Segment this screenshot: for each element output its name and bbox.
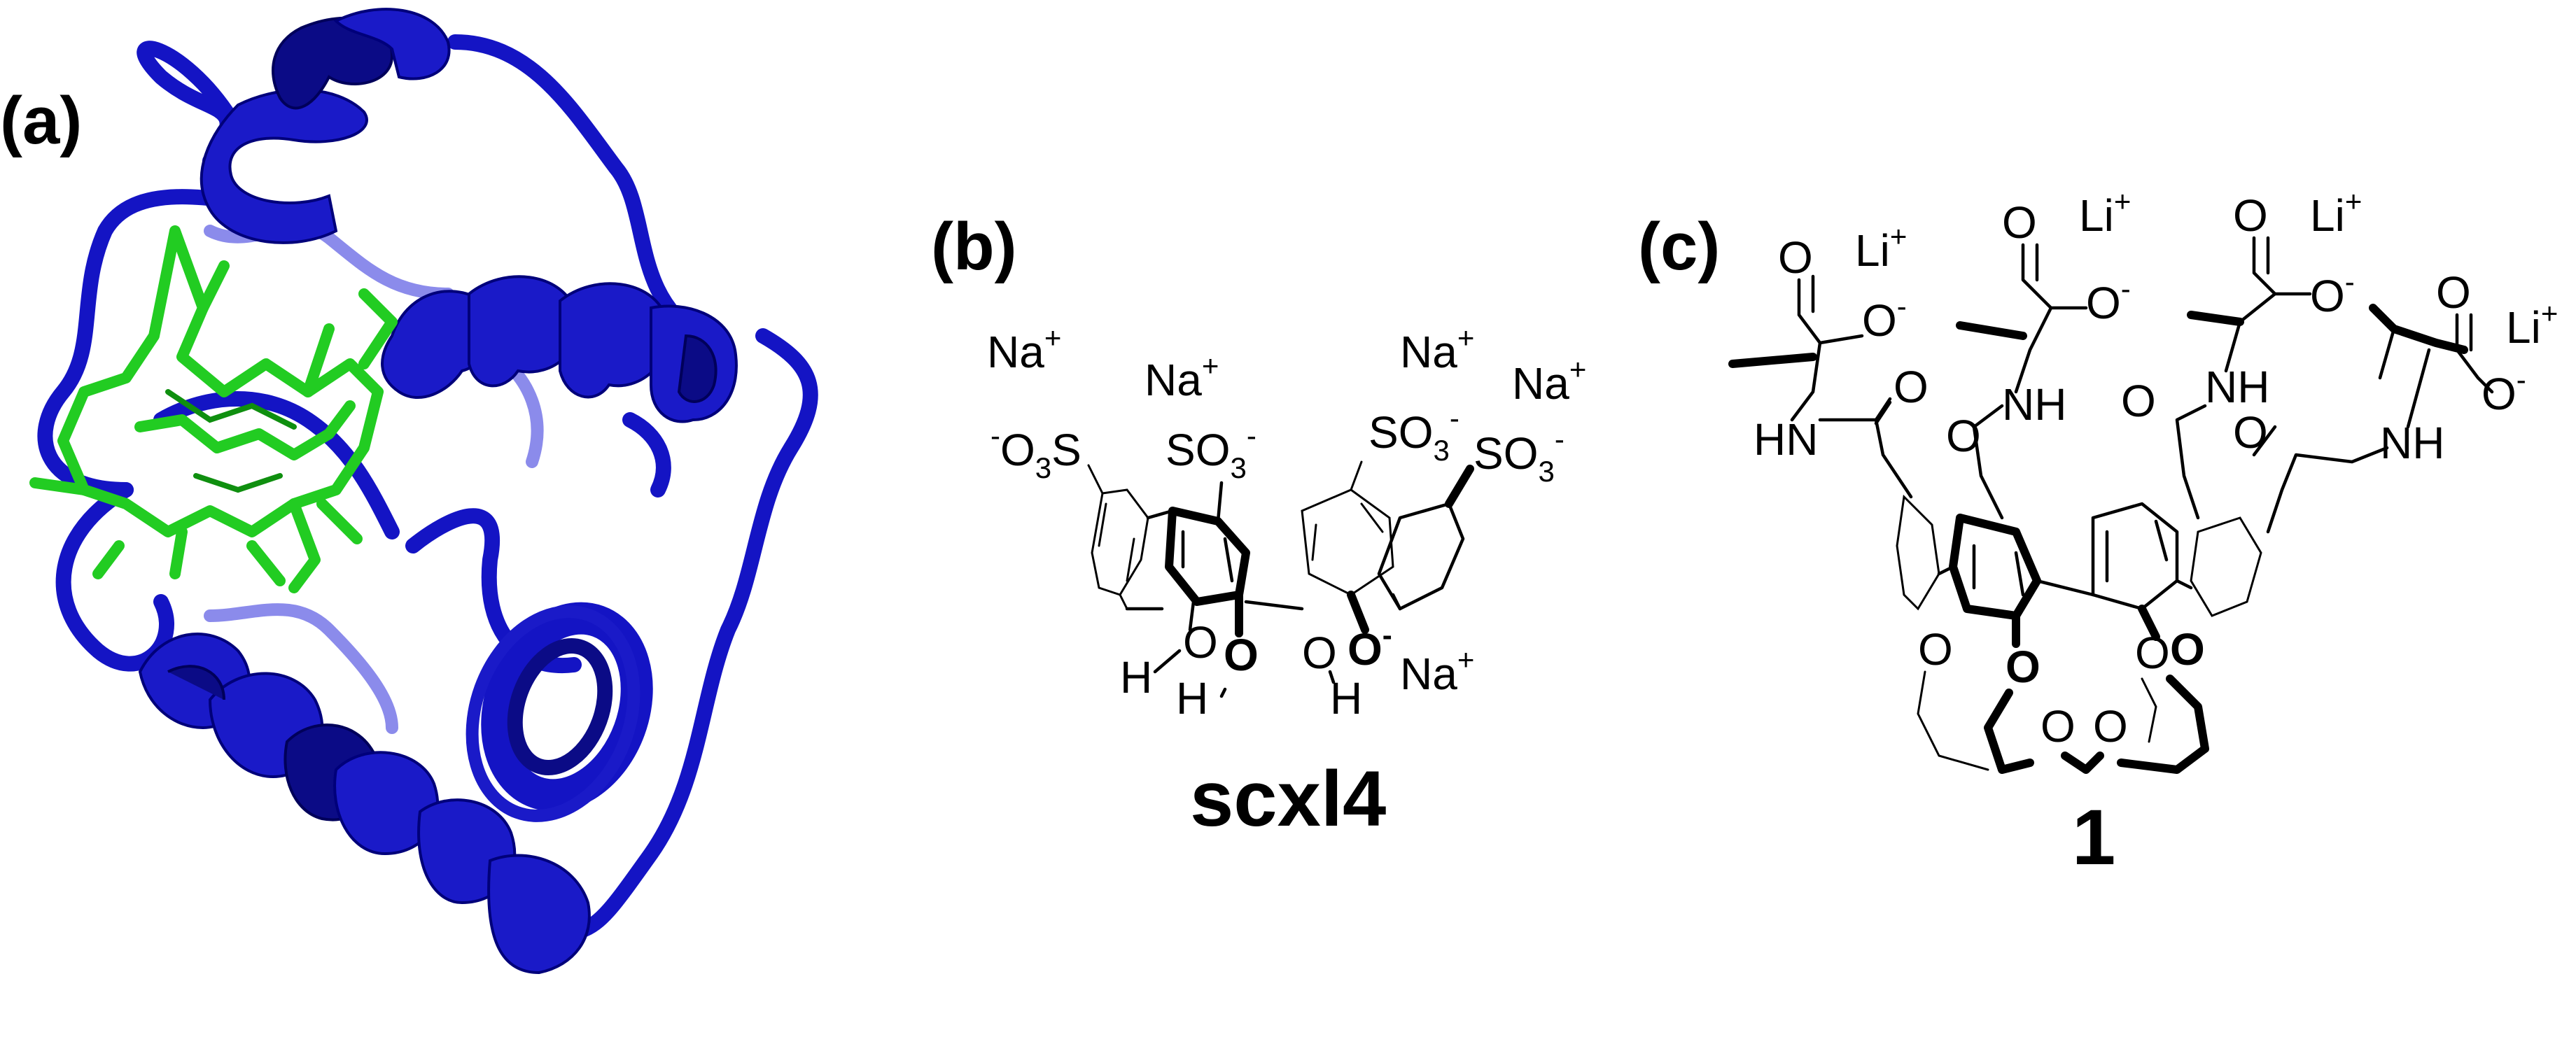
na-ion-4: Na+ [1512, 353, 1586, 409]
ether-o-4: O [2170, 624, 2205, 675]
compound-1-structure [1728, 236, 2494, 774]
phenol-o-1: O [1183, 617, 1218, 668]
panel-c-label: (c) [1638, 209, 1720, 284]
phenol-o-3: O [1302, 628, 1337, 678]
amide-nh-2: NH [2002, 379, 2066, 430]
amide-o-1: O [1893, 362, 1928, 412]
sulfonate-label-2: SO3- [1166, 419, 1256, 484]
scxl4-structure [1087, 460, 1474, 637]
phenol-o-2: O [1224, 630, 1259, 680]
carboxylate-o-4: O- [2482, 363, 2526, 419]
helix-top [200, 8, 451, 244]
carboxylate-o-2: O- [2086, 272, 2131, 328]
li-ion-4: Li+ [2506, 297, 2558, 353]
helix-bottom [138, 633, 591, 975]
hydroxyl-h-1: H [1120, 652, 1152, 703]
heme-group [29, 225, 398, 593]
panel-a-label: (a) [0, 83, 82, 158]
li-ion-2: Li+ [2079, 185, 2131, 241]
helix-ring [465, 602, 653, 822]
panel-b-label: (b) [931, 209, 1017, 284]
ether-o-2: O [2005, 642, 2040, 692]
sulfonate-label-4: SO3- [1474, 423, 1564, 488]
ether-o-1: O [1918, 624, 1953, 675]
na-ion-1: Na+ [987, 321, 1061, 377]
amide-o-4: O [2233, 407, 2268, 458]
hydroxyl-h-3: H [1330, 673, 1362, 724]
sulfonate-label-3: SO3- [1368, 402, 1460, 467]
carbonyl-o-1: O [1778, 232, 1813, 283]
na-ion-5: Na+ [1400, 643, 1474, 699]
carbonyl-o-4: O [2436, 267, 2471, 318]
panel-b: (b) Na+ Na+ Na+ Na+ Na+ -O3S SO3- SO3- S… [931, 209, 1586, 842]
carboxylate-o-1: O- [1862, 290, 1907, 346]
hydroxyl-h-2: H [1176, 673, 1208, 724]
sulfonate-label-1: -O3S [990, 419, 1082, 484]
carbonyl-o-2: O [2002, 197, 2037, 248]
amide-nh-4: NH [2380, 418, 2444, 468]
carbonyl-o-3: O [2233, 190, 2268, 241]
crown-o-2: O [2093, 701, 2128, 752]
na-ion-2: Na+ [1144, 349, 1219, 405]
carboxylate-o-3: O- [2310, 265, 2355, 321]
compound-name-scxl4: scxl4 [1190, 755, 1386, 842]
li-ion-1: Li+ [1855, 220, 1907, 276]
protein-ribbon-image [29, 8, 818, 975]
na-ion-3: Na+ [1400, 321, 1474, 377]
amide-nh-1: HN [1754, 414, 1818, 465]
compound-name-1: 1 [2072, 793, 2115, 881]
crown-o-1: O [2040, 701, 2076, 752]
helix-middle [381, 275, 738, 423]
phenolate-o: O- [1348, 619, 1392, 675]
panel-a: (a) [0, 8, 818, 975]
amide-nh-3: NH [2205, 362, 2269, 412]
panel-c: (c) Li+ Li+ Li+ Li+ O O- O O- O O- O O- … [1638, 185, 2558, 881]
li-ion-3: Li+ [2310, 185, 2362, 241]
amide-o-3: O [2121, 376, 2156, 426]
